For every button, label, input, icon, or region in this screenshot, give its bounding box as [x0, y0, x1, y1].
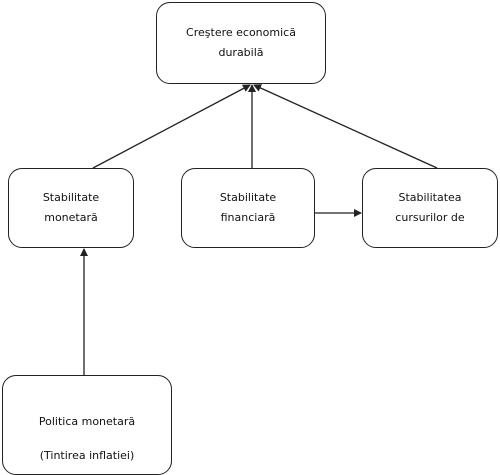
node-monetary-stability: Stabilitate monetară — [8, 168, 134, 248]
node-sustainable-growth-line-2: durabilă — [218, 46, 264, 59]
node-exchange-rate-stability-line-2: cursurilor de — [395, 211, 465, 224]
node-monetary-stability-line-1: Stabilitate — [42, 191, 100, 204]
node-financial-stability: Stabilitate financiară — [181, 168, 315, 248]
node-monetary-policy-line-2: (Tintirea inflatiei) — [39, 449, 135, 462]
node-sustainable-growth: Creştere economică durabilă — [156, 2, 326, 84]
node-financial-stability-line-2: financiară — [220, 211, 276, 224]
node-exchange-rate-stability-line-1: Stabilitatea — [398, 191, 462, 204]
node-exchange-rate-stability: Stabilitatea cursurilor de — [362, 168, 498, 248]
node-monetary-stability-line-2: monetară — [44, 211, 98, 224]
node-financial-stability-line-1: Stabilitate — [219, 191, 277, 204]
edge-exchange-to-growth — [253, 84, 438, 169]
node-monetary-policy: Politica monetară (Tintirea inflatiei) — [2, 375, 172, 475]
node-sustainable-growth-line-1: Creştere economică — [186, 26, 296, 39]
edge-monetary-to-growth — [92, 84, 251, 169]
node-monetary-policy-line-1: Politica monetară — [38, 415, 136, 428]
